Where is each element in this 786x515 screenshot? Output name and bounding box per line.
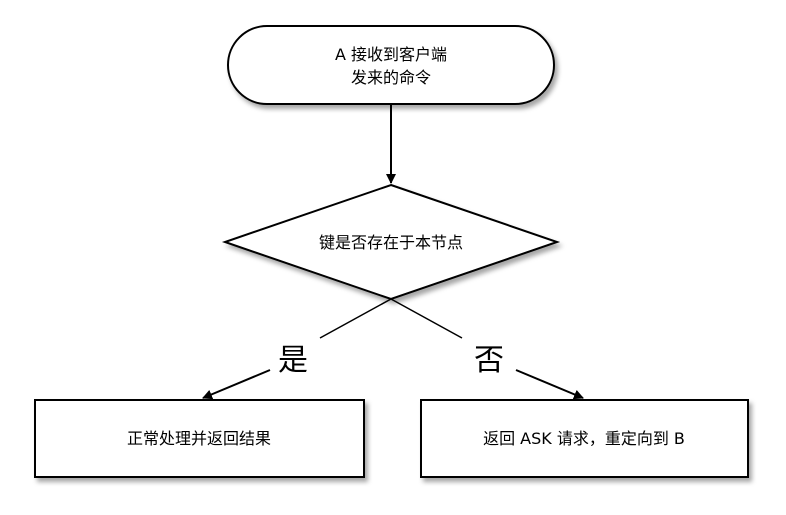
- start-node: [227, 25, 555, 105]
- arrow-no-to-result: [515, 369, 584, 400]
- yes-label: 是: [278, 343, 308, 378]
- no-result-node: [420, 399, 749, 478]
- no-result-label: 返回 ASK 请求，重定向到 B: [483, 429, 685, 448]
- connector-decision-to-no-label: [390, 298, 463, 339]
- arrow-yes-to-result: [202, 369, 271, 400]
- start-node-line1: A 接收到客户端: [335, 45, 447, 64]
- yes-result-node: [34, 399, 365, 478]
- connector-decision-to-yes-label: [319, 298, 392, 339]
- decision-label: 键是否存在于本节点: [319, 233, 463, 252]
- yes-result-label: 正常处理并返回结果: [127, 429, 271, 448]
- no-label: 否: [474, 343, 504, 378]
- start-node-line2: 发来的命令: [351, 68, 431, 87]
